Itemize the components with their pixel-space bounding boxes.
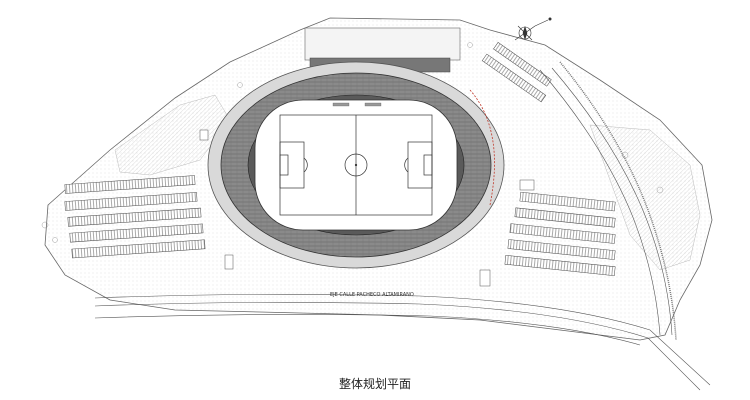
street-label: EJE CALLE PACHECO ALTAMIRANO bbox=[330, 292, 414, 298]
parking-east bbox=[504, 191, 616, 277]
team-benches bbox=[332, 102, 382, 107]
small-structures bbox=[199, 129, 535, 287]
football-pitch bbox=[279, 114, 433, 216]
north-entrance-structure bbox=[304, 27, 461, 61]
accent-arc bbox=[469, 89, 495, 206]
perimeter-road bbox=[94, 67, 711, 391]
terrain-east bbox=[589, 124, 701, 271]
rail-track bbox=[559, 61, 677, 341]
parking-west bbox=[64, 175, 206, 259]
trees bbox=[41, 42, 664, 243]
parking-northeast bbox=[481, 42, 552, 103]
plan-caption: 整体规划平面 bbox=[338, 377, 411, 391]
north-arrow-icon bbox=[514, 17, 552, 41]
